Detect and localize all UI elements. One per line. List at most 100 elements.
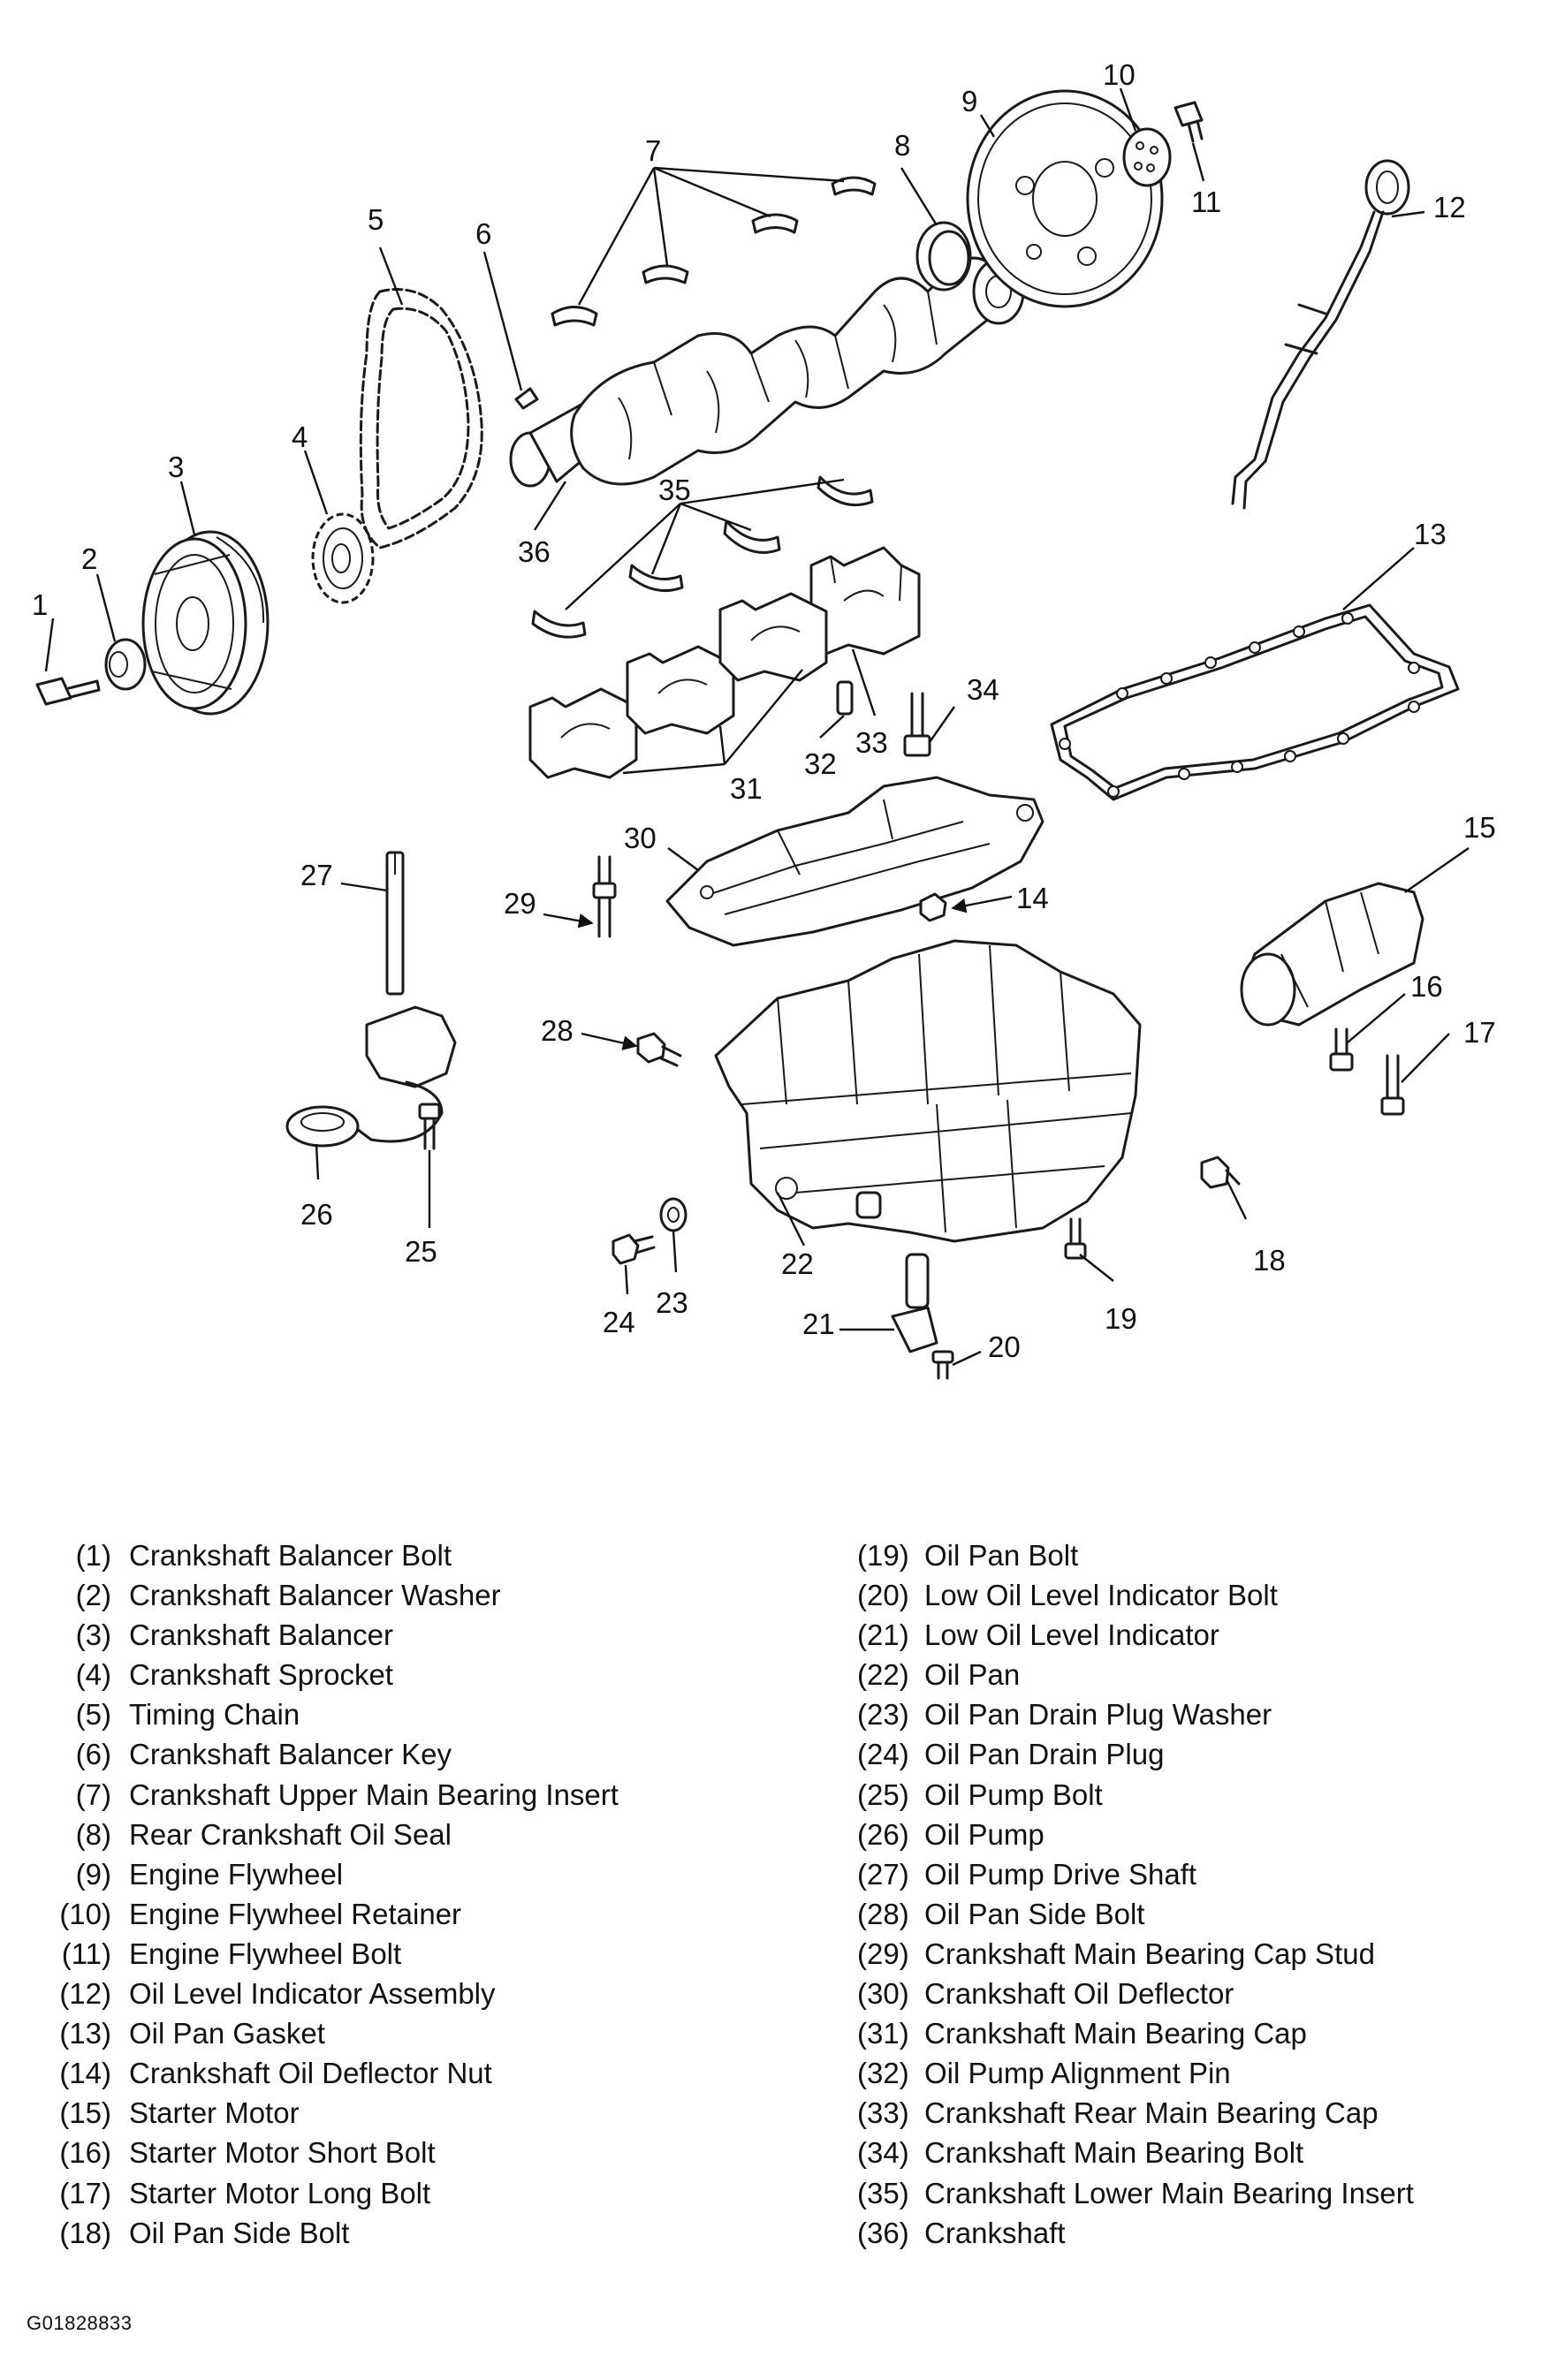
- callout-21: 21: [802, 1307, 835, 1340]
- legend-part-name: Crankshaft Main Bearing Cap: [924, 2017, 1307, 2050]
- legend-number: (3): [75, 1618, 111, 1652]
- legend-item: (35)Crankshaft Lower Main Bearing Insert: [857, 2173, 1529, 2213]
- legend-number: (2): [75, 1579, 111, 1612]
- callout-1: 1: [32, 588, 48, 621]
- oil-pan-bolt-part: [1064, 1217, 1087, 1260]
- legend-part-name: Oil Pan Drain Plug Washer: [924, 1698, 1272, 1732]
- legend-item: (29) Crankshaft Main Bearing Cap Stud: [857, 1934, 1529, 1974]
- callout-32: 32: [804, 747, 837, 780]
- legend-part-name: Engine Flywheel Bolt: [129, 1937, 402, 1970]
- legend-number: (8): [75, 1817, 111, 1851]
- legend-number: (12): [59, 1977, 111, 2011]
- legend-part-name: Low Oil Level Indicator Bolt: [924, 1579, 1278, 1612]
- legend-part-name: Crankshaft Balancer Bolt: [129, 1539, 452, 1572]
- callout-12: 12: [1433, 191, 1466, 224]
- legend-part-name: Crankshaft Main Bearing Bolt: [924, 2136, 1304, 2170]
- crankshaft-balancer-bolt-part: [35, 677, 101, 706]
- legend-part-name: Oil Pan Drain Plug: [924, 1738, 1165, 1771]
- callout-36: 36: [518, 535, 551, 568]
- starter-motor-long-bolt-part: [1380, 1054, 1405, 1116]
- callout-22: 22: [781, 1247, 814, 1280]
- rear-crankshaft-oil-seal-part: [915, 221, 972, 292]
- legend-part-name: Timing Chain: [129, 1698, 300, 1732]
- callout-11: 11: [1191, 186, 1221, 218]
- legend-item: (4) Crankshaft Sprocket: [27, 1655, 822, 1694]
- callout-25: 25: [405, 1235, 437, 1268]
- callout-28: 28: [541, 1014, 574, 1047]
- engine-flywheel-part: [966, 89, 1164, 308]
- legend-number: (4): [75, 1658, 111, 1692]
- crankshaft-balancer-washer-part: [104, 638, 147, 691]
- legend-part-name: Oil Pan Side Bolt: [129, 2216, 350, 2249]
- oil-pump-part: [285, 1005, 457, 1148]
- legend-item: (22) Oil Pan: [857, 1655, 1529, 1694]
- legend-number: (31): [857, 2017, 909, 2050]
- legend-part-name: Oil Pump Bolt: [924, 1777, 1103, 1811]
- legend-part-name: Oil Pan: [924, 1658, 1021, 1692]
- legend-part-name: Oil Pump Drive Shaft: [924, 1857, 1197, 1891]
- legend-part-name: Crankshaft Sprocket: [129, 1658, 393, 1692]
- legend-number: (18): [59, 2216, 111, 2249]
- upper-main-bearing-inserts-part: [551, 176, 877, 327]
- callout-16: 16: [1410, 970, 1443, 1003]
- callout-14: 14: [1016, 882, 1049, 914]
- legend-number: (16): [59, 2136, 111, 2170]
- callout-27: 27: [300, 859, 333, 891]
- legend-number: (1): [75, 1539, 111, 1572]
- legend-part-name: Engine Flywheel Retainer: [129, 1897, 462, 1930]
- starter-motor-short-bolt-part: [1329, 1027, 1354, 1072]
- legend-item: (1) Crankshaft Balancer Bolt: [27, 1535, 822, 1575]
- legend-part-name: Crankshaft Balancer Key: [129, 1738, 452, 1771]
- legend-part-name: Oil Pump: [924, 1817, 1044, 1851]
- legend-number: (29): [857, 1937, 909, 1970]
- legend-item: (31) Crankshaft Main Bearing Cap: [857, 2013, 1529, 2053]
- oil-pan-side-bolt-right-part: [1200, 1156, 1241, 1189]
- callout-6: 6: [475, 217, 491, 250]
- legend-number: (25): [857, 1777, 909, 1811]
- legend-number: (7): [75, 1777, 111, 1811]
- callout-2: 2: [81, 542, 97, 575]
- callout-labels: 1 2 3 4 5 6 7 8 9 10 11 12 13 14 15 16 1…: [32, 58, 1496, 1363]
- legend-item: (15)Starter Motor: [27, 2093, 822, 2133]
- callout-5: 5: [368, 203, 384, 236]
- callout-4: 4: [292, 421, 308, 453]
- legend-item: (25) Oil Pump Bolt: [857, 1775, 1529, 1815]
- legend-part-name: Crankshaft Balancer Washer: [129, 1579, 501, 1612]
- legend-item: (32)Oil Pump Alignment Pin: [857, 2053, 1529, 2093]
- callout-7: 7: [645, 134, 661, 167]
- legend-number: (15): [59, 2096, 111, 2130]
- legend-item: (26)Oil Pump: [857, 1815, 1529, 1854]
- legend-number: (13): [59, 2017, 111, 2050]
- legend-number: (24): [857, 1738, 909, 1771]
- oil-pan-drain-plug-part: [611, 1233, 656, 1265]
- legend-part-name: Low Oil Level Indicator: [924, 1618, 1219, 1652]
- legend-number: (22): [857, 1658, 909, 1692]
- legend-item: (33)Crankshaft Rear Main Bearing Cap: [857, 2093, 1529, 2133]
- legend-item: (19)Oil Pan Bolt: [857, 1535, 1529, 1575]
- engine-flywheel-bolt-part: [1174, 101, 1204, 143]
- crankshaft-sprocket-part: [311, 512, 375, 604]
- callout-18: 18: [1253, 1244, 1286, 1277]
- legend-part-name: Crankshaft Oil Deflector: [924, 1977, 1234, 2011]
- legend-part-name: Crankshaft Rear Main Bearing Cap: [924, 2096, 1379, 2130]
- legend-item: (24) Oil Pan Drain Plug: [857, 1734, 1529, 1774]
- callout-20: 20: [988, 1330, 1021, 1363]
- low-oil-level-indicator-part: [891, 1253, 938, 1353]
- legend-part-name: Oil Pump Alignment Pin: [924, 2057, 1231, 2090]
- legend-part-name: Crankshaft Main Bearing Cap Stud: [924, 1937, 1375, 1970]
- legend-item: (18) Oil Pan Side Bolt: [27, 2213, 822, 2253]
- legend-number: (27): [857, 1857, 909, 1891]
- legend-item: (30)Crankshaft Oil Deflector: [857, 1974, 1529, 2013]
- legend-number: (28): [857, 1897, 909, 1930]
- legend-item: (14)Crankshaft Oil Deflector Nut: [27, 2053, 822, 2093]
- legend-item: (28)Oil Pan Side Bolt: [857, 1894, 1529, 1934]
- legend-number: (17): [59, 2176, 111, 2209]
- legend-number: (5): [75, 1698, 111, 1732]
- oil-pan-drain-plug-washer-part: [659, 1197, 687, 1232]
- legend-part-name: Rear Crankshaft Oil Seal: [129, 1817, 452, 1851]
- callout-13: 13: [1414, 518, 1447, 550]
- callout-19: 19: [1105, 1302, 1137, 1335]
- legend-part-name: Oil Pan Gasket: [129, 2017, 325, 2050]
- callout-26: 26: [300, 1198, 333, 1231]
- crankshaft-balancer-key-part: [514, 387, 539, 410]
